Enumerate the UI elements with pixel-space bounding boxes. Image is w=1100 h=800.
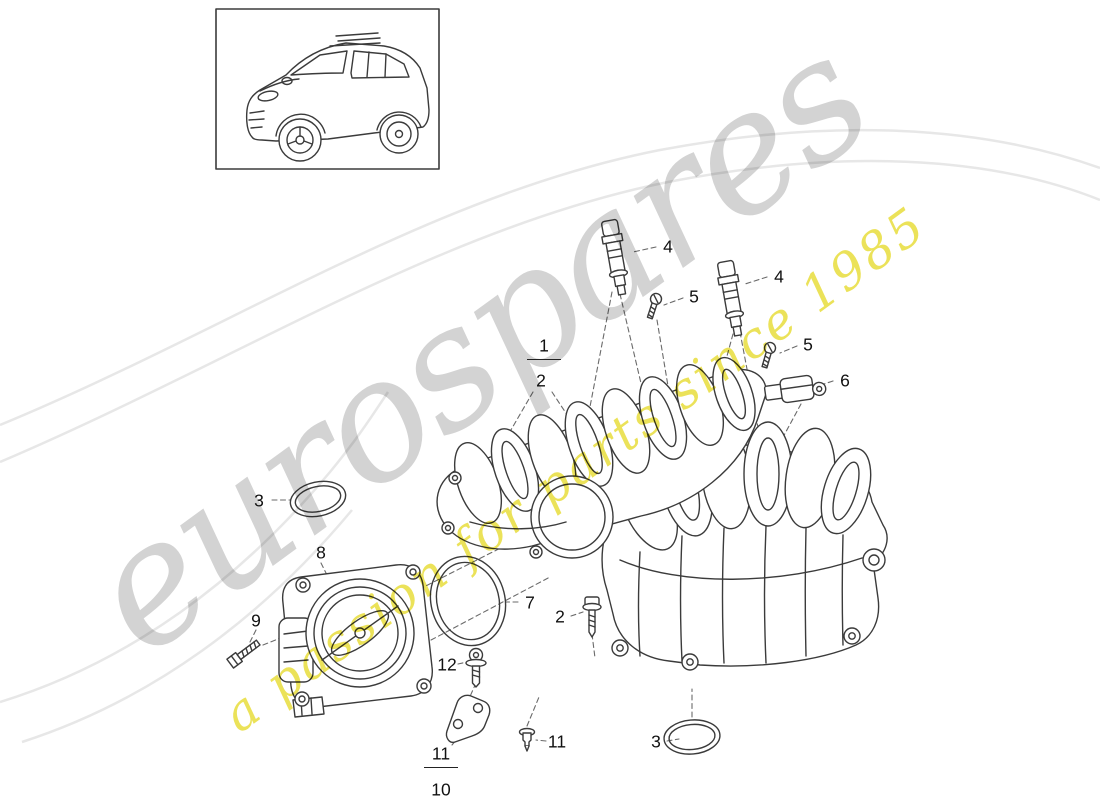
callout-9[interactable]: 9 [251,610,261,631]
intake-distributor-upper [436,356,767,559]
callout-5[interactable]: 5 [689,286,699,307]
vehicle-thumbnail [215,8,440,170]
callout-2[interactable]: 2 [555,606,565,627]
seal-ring-left [289,480,347,518]
callout-10[interactable]: 10 [431,779,451,800]
screw-9 [226,639,261,669]
injection-valve-2 [716,259,745,337]
bolt-2 [582,596,602,638]
injection-valve-1 [600,218,629,296]
callout-divider [527,359,561,360]
pressure-sensor [763,374,827,404]
callout-4[interactable]: 4 [774,266,784,287]
callout-12[interactable]: 12 [437,654,457,675]
watermark-swoosh [0,128,1100,744]
gasket-ring-throttle [429,555,507,647]
callout-2[interactable]: 2 [536,370,546,391]
screw-5a [646,292,663,320]
callout-5[interactable]: 5 [803,334,813,355]
callout-1[interactable]: 1 [539,335,549,356]
callout-3[interactable]: 3 [254,490,264,511]
callout-3[interactable]: 3 [651,731,661,752]
seal-ring-bottom [663,719,721,755]
callout-8[interactable]: 8 [316,542,326,563]
callout-divider [424,767,458,768]
throttle-body [278,564,433,718]
screw-5b [761,341,777,369]
bracket-11 [445,694,491,744]
callout-4[interactable]: 4 [663,236,673,257]
callout-11[interactable]: 11 [431,743,451,764]
clip-11 [518,727,536,752]
bolt-12 [465,647,487,688]
callout-7[interactable]: 7 [525,592,535,613]
callout-6[interactable]: 6 [840,370,850,391]
callout-11[interactable]: 11 [547,731,567,752]
